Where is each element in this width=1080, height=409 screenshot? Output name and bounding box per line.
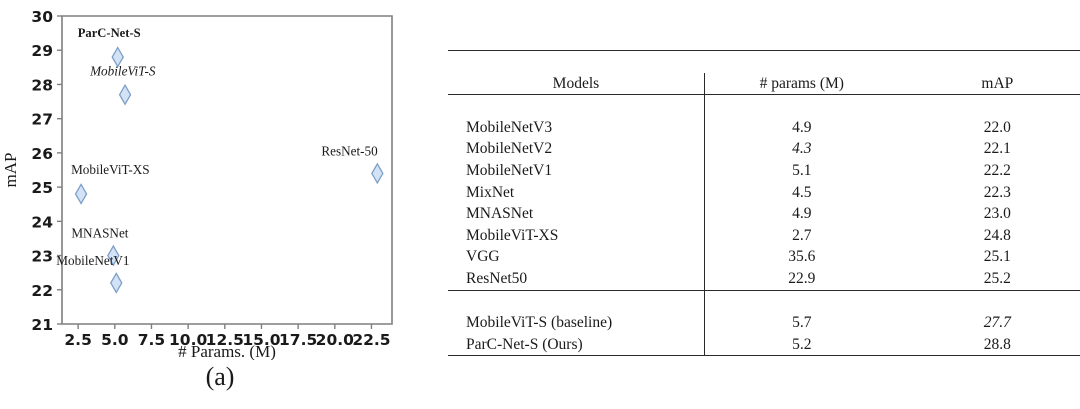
x-tick-label: 22.5 xyxy=(352,331,390,349)
cell-model-name: MNASNet xyxy=(448,203,705,225)
y-axis-title: mAP xyxy=(1,153,20,188)
data-point-marker xyxy=(371,162,384,185)
cell-params: 4.9 xyxy=(792,205,812,223)
cell-model-name: MobileNetV1 xyxy=(448,159,705,182)
cell-map: 23.0 xyxy=(983,205,1011,223)
data-point-label: MobileViT-S xyxy=(89,64,156,79)
column-header-models: Models xyxy=(448,72,705,95)
figure-b-caption: (b) xyxy=(880,362,1080,392)
table-row: MixNet 4.5 22.3 xyxy=(448,181,1080,204)
data-point-marker xyxy=(111,46,124,68)
cell-params: 2.7 xyxy=(792,226,812,244)
y-tick-label: 23 xyxy=(31,248,53,266)
x-tick-label: 12.5 xyxy=(206,331,244,349)
table-header-row: Models # params (M) mAP xyxy=(448,72,1080,95)
table-header-rule xyxy=(448,94,1080,117)
figure-a-caption: (a) xyxy=(205,362,235,391)
x-tick-label: 2.5 xyxy=(64,331,91,349)
cell-map: 25.2 xyxy=(983,269,1011,287)
data-point-label: ParC-Net-S xyxy=(78,26,141,40)
cell-params: 35.6 xyxy=(788,248,816,266)
cell-model-name: MobileNetV2 xyxy=(448,138,705,160)
cell-map: 24.8 xyxy=(983,226,1011,244)
y-tick-label: 28 xyxy=(31,76,53,94)
table-row: MobileNetV1 5.1 22.2 xyxy=(448,159,1080,182)
y-tick-label: 29 xyxy=(31,42,53,60)
cell-model-name: ParC-Net-S (Ours) xyxy=(448,333,705,356)
cell-model-name: MobileNetV3 xyxy=(448,116,705,139)
table-row: MNASNet 4.9 23.0 xyxy=(448,203,1080,225)
y-axis-ticks: 21 22 23 24 25 26 27 28 29 30 xyxy=(31,8,62,334)
cell-params: 22.9 xyxy=(788,269,816,287)
data-point-label: ResNet-50 xyxy=(321,143,378,158)
y-tick-label: 21 xyxy=(31,316,53,334)
x-tick-label: 20.0 xyxy=(316,331,354,349)
x-tick-label: 15.0 xyxy=(242,331,280,349)
y-tick-label: 30 xyxy=(31,8,53,26)
data-point-label: MobileNetV1 xyxy=(56,253,129,268)
x-tick-label: 7.5 xyxy=(138,331,165,349)
table-row: MobileNetV3 4.9 22.0 xyxy=(448,116,1080,139)
cell-map: 22.2 xyxy=(983,161,1011,179)
table-bottom-rule xyxy=(448,355,1080,378)
y-tick-label: 22 xyxy=(31,282,53,300)
cell-map: 22.3 xyxy=(983,183,1011,201)
cell-model-name: VGG xyxy=(448,246,705,268)
cell-params: 5.2 xyxy=(792,335,812,353)
y-tick-label: 25 xyxy=(31,179,53,197)
cell-params: 5.1 xyxy=(792,161,812,179)
cell-params: 5.7 xyxy=(792,314,812,332)
cell-params: 4.9 xyxy=(792,118,812,136)
y-tick-label: 27 xyxy=(31,111,53,129)
data-point-marker xyxy=(74,183,88,205)
column-header-map: mAP xyxy=(981,74,1014,92)
data-point-marker xyxy=(110,272,123,294)
column-header-params: # params (M) xyxy=(759,74,844,92)
cell-params: 4.3 xyxy=(792,140,812,158)
cell-map: 27.7 xyxy=(983,314,1011,332)
cell-model-name: MobileViT-XS xyxy=(448,224,705,247)
table-row: ResNet50 22.9 25.2 xyxy=(448,267,1080,291)
table-row: MobileNetV2 4.3 22.1 xyxy=(448,138,1080,160)
figure-b-results-table: Models # params (M) mAP MobileNetV3 4.9 22… xyxy=(440,0,1080,409)
data-point-marker xyxy=(118,83,132,106)
table-mid-rule xyxy=(448,289,1080,313)
cell-model-name: ResNet50 xyxy=(448,267,705,291)
table-row: ParC-Net-S (Ours) 5.2 28.8 xyxy=(448,333,1080,356)
y-tick-label: 26 xyxy=(31,145,53,163)
x-tick-label: 17.5 xyxy=(279,331,317,349)
cell-model-name: MixNet xyxy=(448,181,705,204)
x-tick-label: 10.0 xyxy=(169,331,207,349)
data-point-label: MobileViT-XS xyxy=(71,162,150,177)
cell-params: 4.5 xyxy=(792,183,812,201)
data-point-marker xyxy=(107,244,120,267)
cell-map: 25.1 xyxy=(983,248,1011,266)
cell-map: 28.8 xyxy=(983,335,1011,353)
results-table: Models # params (M) mAP MobileNetV3 4.9 22… xyxy=(448,49,1080,378)
cell-map: 22.1 xyxy=(983,140,1011,158)
cell-map: 22.0 xyxy=(983,118,1011,136)
table-row: VGG 35.6 25.1 xyxy=(448,246,1080,268)
cell-model-name: MobileViT-S (baseline) xyxy=(448,312,705,334)
table-top-rule xyxy=(448,49,1080,73)
data-point-group: ParC-Net-S MobileViT-S ResNet-50MobileViT-… xyxy=(56,26,384,294)
data-point-label: MNASNet xyxy=(71,226,128,241)
y-tick-label: 24 xyxy=(31,213,53,231)
table-row: MobileViT-XS 2.7 24.8 xyxy=(448,224,1080,247)
table-row: MobileViT-S (baseline) 5.7 27.7 xyxy=(448,312,1080,334)
x-tick-label: 5.0 xyxy=(101,331,129,349)
x-axis-title: # Params. (M) xyxy=(178,342,276,360)
